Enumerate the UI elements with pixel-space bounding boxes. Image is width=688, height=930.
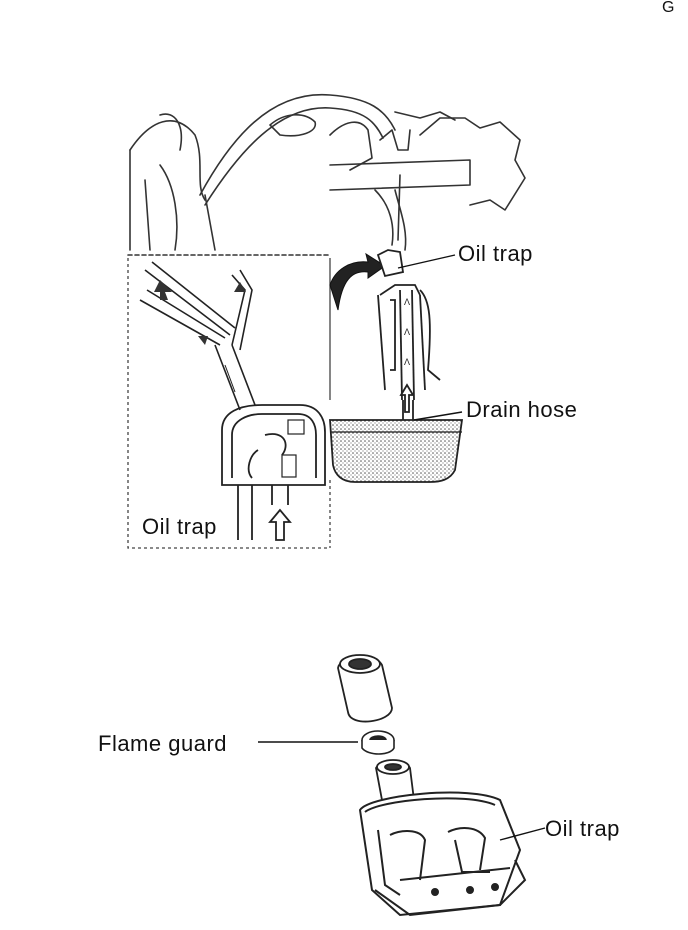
leader-lines-top (397, 254, 463, 421)
inset-frame (127, 258, 331, 549)
leader-lines-bottom (258, 741, 546, 841)
svg-text:Λ: Λ (404, 297, 410, 307)
top-cap (337, 654, 393, 723)
engine-sketch (127, 93, 526, 256)
inset-oil-trap-body (221, 404, 326, 541)
label-oil-trap-lower: Oil trap (545, 816, 620, 841)
label-drain-hose: Drain hose (466, 397, 578, 422)
label-flame-guard: Flame guard (98, 731, 228, 756)
svg-text:Λ: Λ (404, 357, 410, 367)
breather-pipes (139, 261, 256, 411)
flame-guard (361, 730, 395, 755)
lower-oil-trap-body (358, 791, 527, 917)
label-oil-trap-upper: Oil trap (458, 241, 533, 266)
curved-pointer-arrow (329, 252, 386, 311)
svg-text:Λ: Λ (404, 327, 410, 337)
corner-mark: G (662, 0, 675, 16)
flow-arrows (154, 280, 246, 345)
oil-sump (329, 419, 464, 483)
label-oil-trap-inset: Oil trap (142, 514, 217, 539)
upper-oil-trap-assembly: Λ Λ Λ (376, 249, 441, 460)
